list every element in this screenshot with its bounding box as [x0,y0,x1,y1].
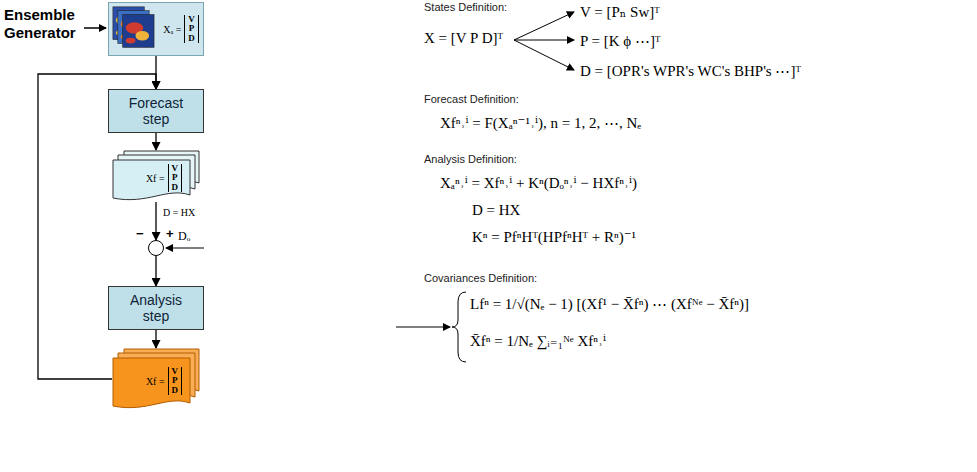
equation: X̄fⁿ = 1/Nₑ ∑ᵢ₌₁ᴺᵉ Xfⁿ˒ⁱ [470,332,606,350]
document-stack: Xf =V P D [112,348,200,410]
process-box: Analysis step [108,286,204,330]
equation: Lfⁿ = 1/√(Nₑ − 1) [(Xf¹ − X̄fⁿ) ⋯ (Xfᴺᵉ … [470,295,749,313]
document-stack: Xf =V P D [112,150,200,202]
equation: Xₐⁿ˒ⁱ = Xfⁿ˒ⁱ + Kⁿ(Dₒⁿ˒ⁱ − HXfⁿ˒ⁱ) [440,174,637,192]
equation: Kⁿ = PfⁿHᵀ(HPfⁿHᵀ + Rⁿ)⁻¹ [472,228,636,246]
summing-junction: −+ [148,240,164,256]
input-arrow [84,27,106,29]
state-symbol: Xₐ = [163,24,181,35]
state-vector: V P D [184,15,199,43]
input-arrow [166,247,204,248]
curly-brace [452,292,466,362]
flow-arrow [155,330,156,348]
node-content: Forecast step [109,90,203,132]
branch-arrow [514,40,574,41]
process-box: Forecast step [108,89,204,133]
pointer-arrow [396,327,450,328]
flow-arrow [155,202,156,240]
node-content: Xₐ =V P D [109,3,203,55]
edge-label: D = HX [161,207,197,218]
equation: D = [OPR's WPR's WC's BHP's ⋯]ᵀ [580,62,801,80]
sign-label: − [136,227,144,240]
branch-arrow [514,12,574,40]
node-content: Analysis step [109,287,203,329]
branch-arrow [514,40,574,70]
state-symbol: Xf = [146,173,165,184]
section-heading: Analysis Definition: [424,153,517,165]
node-text: Forecast step [115,95,197,127]
equation: Xfⁿ˒ⁱ = F(Xₐⁿ⁻¹˒ⁱ), n = 1, 2, ⋯, Nₑ [440,114,641,132]
state-vector: V P D [168,164,183,192]
sign-label: + [166,227,174,240]
flow-arrow [155,133,156,150]
equation: X = [V P D]ᵀ [424,30,503,47]
equation: D = HX [472,202,520,219]
state-vector: V P D [168,367,183,395]
section-heading: Covariances Definition: [424,272,537,284]
equation: P = [K ϕ ⋯]ᵀ [580,32,660,50]
node-content: Xf =V P D [112,348,200,410]
signal-label: Dₒ [178,229,190,244]
flow-arrow [155,256,156,286]
equation: V = [Pₙ Sw]ᵀ [580,3,660,21]
state-symbol: Xf = [146,376,165,387]
node-content: Xf =V P D [112,150,200,202]
input-label: Ensemble Generator [4,6,86,42]
ensemble-box: Xₐ =V P D [108,2,204,56]
section-heading: Forecast Definition: [424,93,519,105]
node-text: Analysis step [115,292,197,324]
section-heading: States Definition: [424,1,507,13]
